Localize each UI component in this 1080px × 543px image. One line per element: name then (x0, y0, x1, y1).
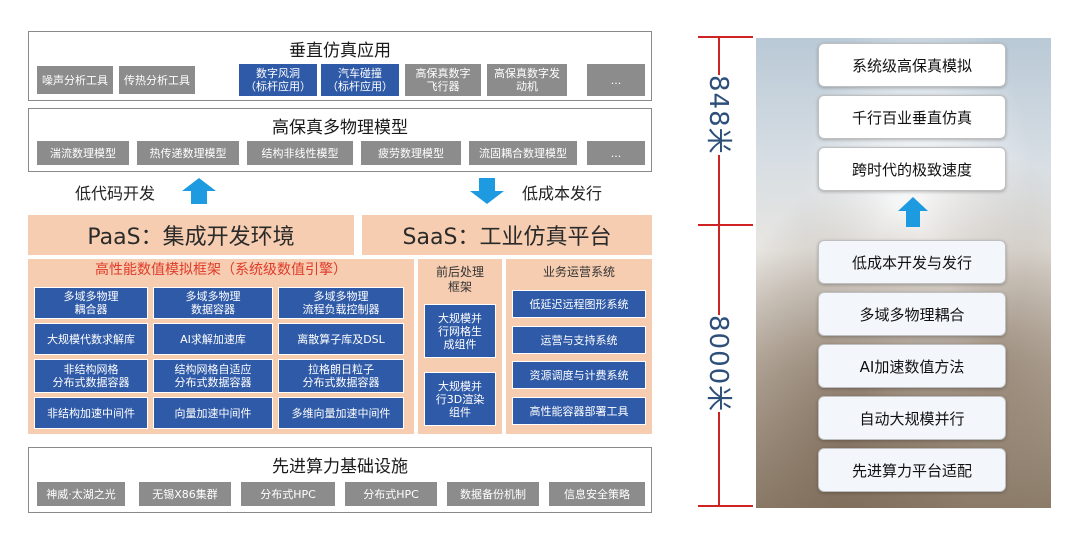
low-code-label: 低代码开发 (75, 184, 156, 203)
arrow-up-icon (898, 197, 928, 227)
infra-chip: 分布式HPC (345, 482, 437, 506)
arrow-down-icon (470, 178, 504, 204)
model-chip: 流固耦合数理模型 (469, 141, 577, 165)
model-chip: 疲劳数理模型 (361, 141, 461, 165)
app-chip: 传热分析工具 (119, 66, 195, 94)
infra-chip: 信息安全策略 (549, 482, 645, 506)
feature-card: 跨时代的极致速度 (818, 147, 1006, 191)
app-chip: 噪声分析工具 (37, 66, 113, 94)
ops-box: 低延迟远程图形系统 (512, 290, 646, 318)
ops-title: 业务运营系统 (542, 265, 615, 279)
infra-title: 先进算力基础设施 (272, 457, 408, 477)
model-chip-more: ... (587, 141, 645, 165)
framework-box: 非结构网格 分布式数据容器 (34, 359, 148, 393)
physics-models-title: 高保真多物理模型 (272, 118, 408, 138)
height-label-8000: 8000米 (702, 315, 739, 413)
feature-card: 先进算力平台适配 (818, 448, 1006, 492)
app-chip-benchmark: 数字风洞 （标杆应用） (239, 64, 317, 96)
infra-chip: 无锡X86集群 (139, 482, 231, 506)
paas-banner: PaaS：集成开发环境 (28, 215, 354, 255)
feature-card: 自动大规模并行 (818, 396, 1006, 440)
ops-box: 高性能容器部署工具 (512, 397, 646, 425)
height-marker-top-cap (698, 36, 753, 38)
feature-card: 多域多物理耦合 (818, 292, 1006, 336)
prepost-box: 大规模并 行3D渲染 组件 (424, 372, 496, 426)
app-chip: 高保真数字发 动机 (487, 64, 567, 96)
physics-models-panel: 高保真多物理模型 湍流数理模型 热传递数理模型 结构非线性模型 疲劳数理模型 流… (28, 108, 652, 172)
prepost-title: 前后处理 框架 (435, 265, 484, 294)
framework-box: 多域多物理 流程负载控制器 (278, 287, 404, 319)
ops-box: 资源调度与计费系统 (512, 361, 646, 389)
feature-card: 系统级高保真模拟 (818, 43, 1006, 87)
framework-box: 多维向量加速中间件 (278, 397, 404, 429)
framework-box: 结构网格自适应 分布式数据容器 (153, 359, 273, 393)
model-chip: 热传递数理模型 (137, 141, 239, 165)
feature-card: 低成本开发与发行 (818, 240, 1006, 284)
framework-box: 多域多物理 数据容器 (153, 287, 273, 319)
vertical-apps-title: 垂直仿真应用 (289, 41, 391, 61)
framework-box: AI求解加速库 (153, 323, 273, 355)
framework-box: 大规模代数求解库 (34, 323, 148, 355)
framework-box: 多域多物理 耦合器 (34, 287, 148, 319)
low-cost-label: 低成本发行 (522, 184, 603, 203)
infra-chip: 神威·太湖之光 (37, 482, 125, 506)
ops-box: 运营与支持系统 (512, 326, 646, 354)
arrow-up-icon (182, 178, 216, 204)
infra-panel: 先进算力基础设施 神威·太湖之光 无锡X86集群 分布式HPC 分布式HPC 数… (28, 447, 652, 513)
vertical-apps-panel: 垂直仿真应用 噪声分析工具 传热分析工具 数字风洞 （标杆应用） 汽车碰撞 （标… (28, 31, 652, 101)
height-marker-mid-cap (698, 224, 753, 226)
infra-chip: 分布式HPC (241, 482, 335, 506)
app-chip: 高保真数字 飞行器 (405, 64, 481, 96)
app-chip-more: ... (587, 64, 645, 96)
framework-box: 向量加速中间件 (153, 397, 273, 429)
height-marker-bottom-cap (698, 505, 753, 507)
model-chip: 结构非线性模型 (247, 141, 353, 165)
framework-box: 离散算子库及DSL (278, 323, 404, 355)
model-chip: 湍流数理模型 (37, 141, 129, 165)
framework-title: 高性能数值模拟框架（系统级数值引擎） (95, 262, 347, 278)
feature-card: AI加速数值方法 (818, 344, 1006, 388)
saas-banner: SaaS：工业仿真平台 (362, 215, 652, 255)
infra-chip: 数据备份机制 (447, 482, 539, 506)
prepost-box: 大规模并 行网格生 成组件 (424, 304, 496, 358)
framework-box: 非结构加速中间件 (34, 397, 148, 429)
feature-card: 千行百业垂直仿真 (818, 95, 1006, 139)
height-label-848: 848米 (702, 75, 739, 155)
framework-box: 拉格朗日粒子 分布式数据容器 (278, 359, 404, 393)
app-chip-benchmark: 汽车碰撞 （标杆应用） (321, 64, 399, 96)
